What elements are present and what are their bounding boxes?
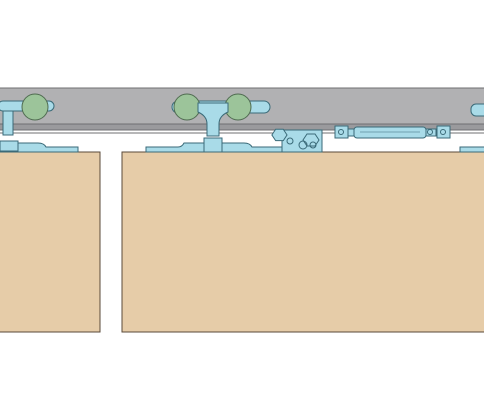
bolt-icon — [427, 129, 433, 135]
trolley-center — [145, 93, 283, 153]
bolt-icon — [298, 140, 308, 150]
door-panel-left — [0, 151, 101, 333]
damper-end-bracket — [436, 125, 451, 139]
hanger-bracket — [0, 140, 79, 153]
damper-cylinder — [353, 126, 427, 139]
bolt-block — [203, 137, 223, 153]
roller-wheel-icon — [21, 93, 49, 121]
hex-nut-icon — [271, 128, 288, 142]
bolt-icon — [338, 129, 344, 135]
trolley-body — [197, 102, 229, 137]
door-panel-middle — [121, 151, 484, 333]
end-stop-block — [459, 103, 484, 153]
end-stop-body — [470, 103, 484, 117]
trolley-left — [0, 93, 79, 153]
damper-rod — [347, 128, 355, 137]
bolt-icon — [440, 129, 446, 135]
damper-rod — [425, 128, 437, 137]
hanger-bracket — [459, 146, 484, 153]
trolley-stem — [2, 110, 14, 136]
roller-wheel-icon — [173, 93, 201, 121]
bolt-icon — [286, 137, 294, 145]
damper-end-bracket — [334, 125, 349, 139]
bolt-icon — [309, 141, 317, 149]
roller-wheel-icon — [224, 93, 252, 121]
soft-close-damper — [271, 125, 451, 153]
bolt-block — [0, 140, 19, 152]
hex-nut-icon — [302, 133, 320, 147]
